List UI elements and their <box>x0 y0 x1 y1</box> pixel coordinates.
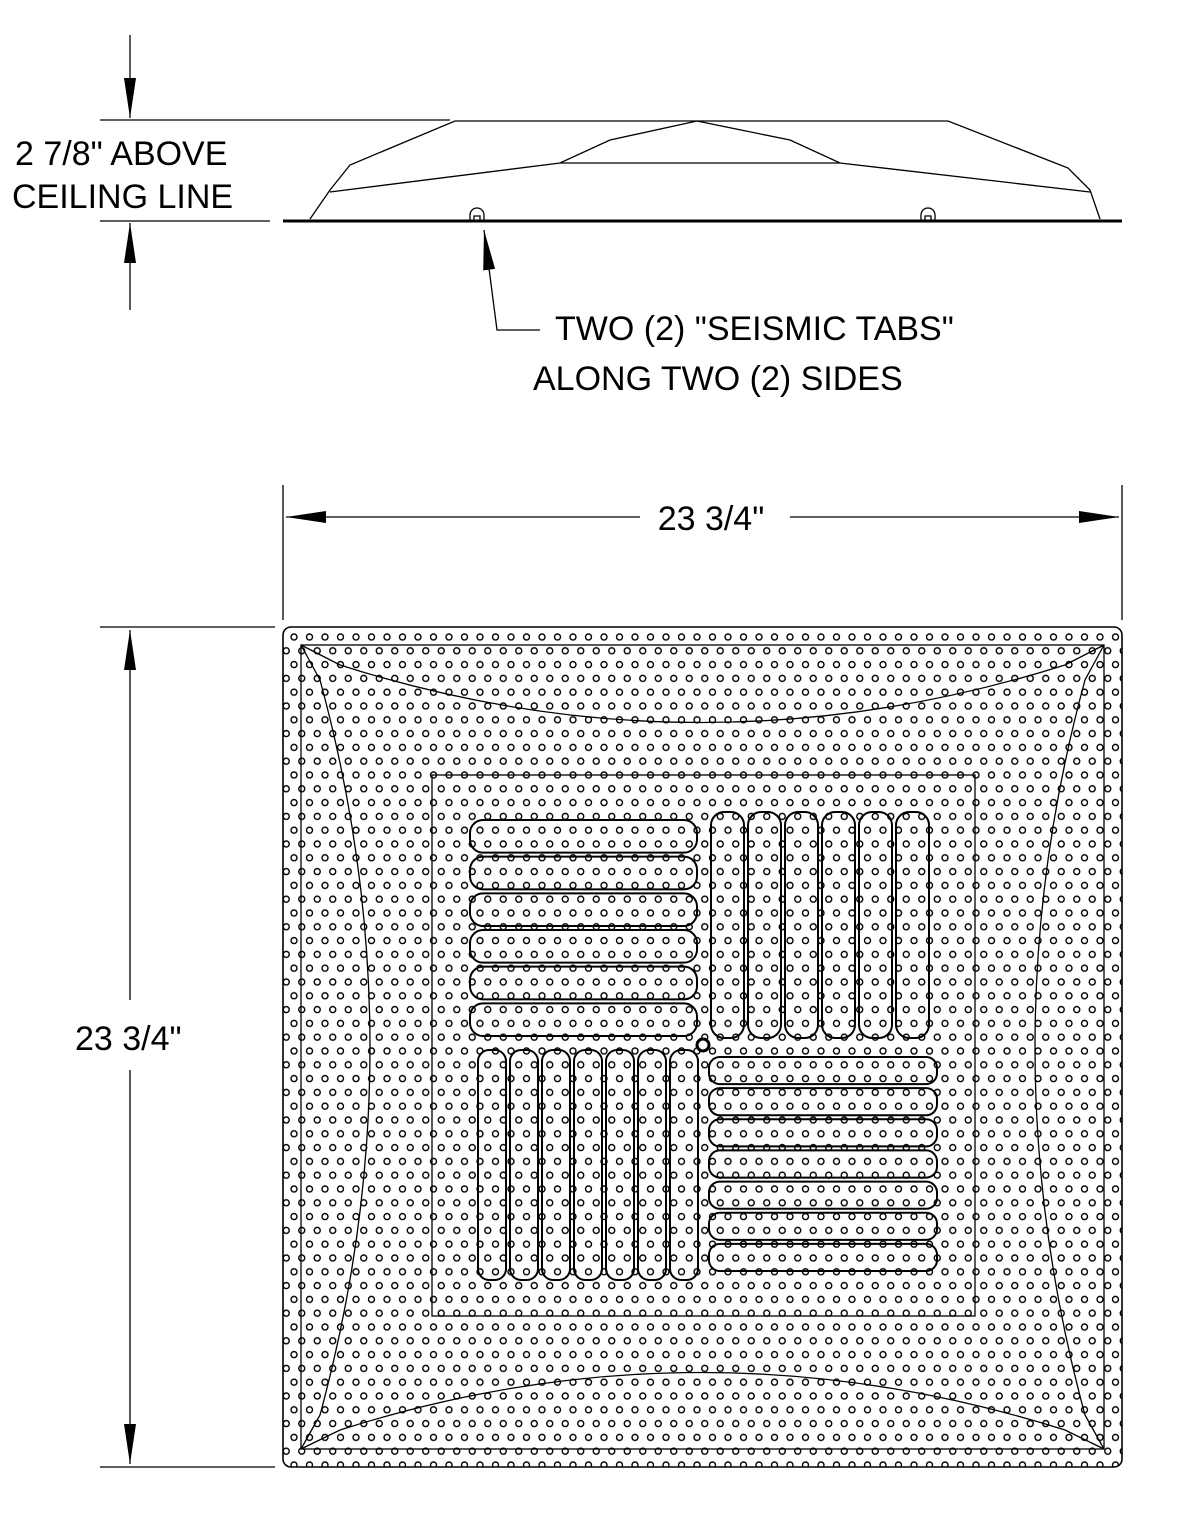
slot-top-left <box>469 1002 698 1037</box>
center-square <box>431 774 976 1317</box>
slot-bottom-left <box>669 1049 699 1281</box>
diffuser-outer-profile <box>309 120 1101 220</box>
slot-top-right <box>821 811 856 1039</box>
diffuser-face-panel <box>282 626 1123 1468</box>
slot-bottom-right <box>708 1149 938 1179</box>
air-slots <box>469 811 938 1281</box>
slot-bottom-left <box>477 1049 507 1281</box>
slot-bottom-left <box>605 1049 635 1281</box>
slot-top-right <box>710 811 745 1039</box>
slot-bottom-right <box>708 1056 938 1086</box>
slot-bottom-right <box>708 1180 938 1210</box>
slot-top-left <box>469 892 698 927</box>
slot-bottom-right <box>708 1211 938 1241</box>
side-view: 2 7/8" ABOVE CEILING LINE TWO (2) "SEISM… <box>12 35 1122 398</box>
slot-bottom-left <box>541 1049 571 1281</box>
height-label: 23 3/4" <box>75 1020 182 1058</box>
height-label-line1: 2 7/8" ABOVE <box>15 135 227 173</box>
slot-top-right <box>747 811 782 1039</box>
slot-bottom-left <box>509 1049 539 1281</box>
callout-line2: ALONG TWO (2) SIDES <box>533 360 903 398</box>
deflection-contours <box>300 644 1105 1450</box>
slot-bottom-right <box>708 1242 938 1273</box>
width-label: 23 3/4" <box>658 500 765 538</box>
slot-top-left <box>469 855 698 891</box>
slot-top-right <box>858 811 893 1039</box>
plan-dimensions: 23 3/4" 23 3/4" <box>75 485 1123 1468</box>
callout-line1: TWO (2) "SEISMIC TABS" <box>555 310 954 348</box>
seismic-tab-right <box>920 207 936 221</box>
slot-bottom-left <box>573 1049 603 1281</box>
slot-bottom-right <box>708 1087 938 1117</box>
callout-leader <box>483 229 540 331</box>
slot-bottom-left <box>637 1049 667 1281</box>
slot-top-right <box>895 811 930 1039</box>
inner-border <box>300 644 1105 1450</box>
seismic-tab-left <box>469 207 485 221</box>
slot-top-right <box>784 811 819 1039</box>
center-screw <box>695 1037 711 1053</box>
slot-bottom-right <box>708 1118 938 1148</box>
height-label-line2: CEILING LINE <box>12 178 233 216</box>
slot-top-left <box>469 965 698 1001</box>
slot-top-left <box>469 819 698 854</box>
slot-top-left <box>469 929 698 964</box>
